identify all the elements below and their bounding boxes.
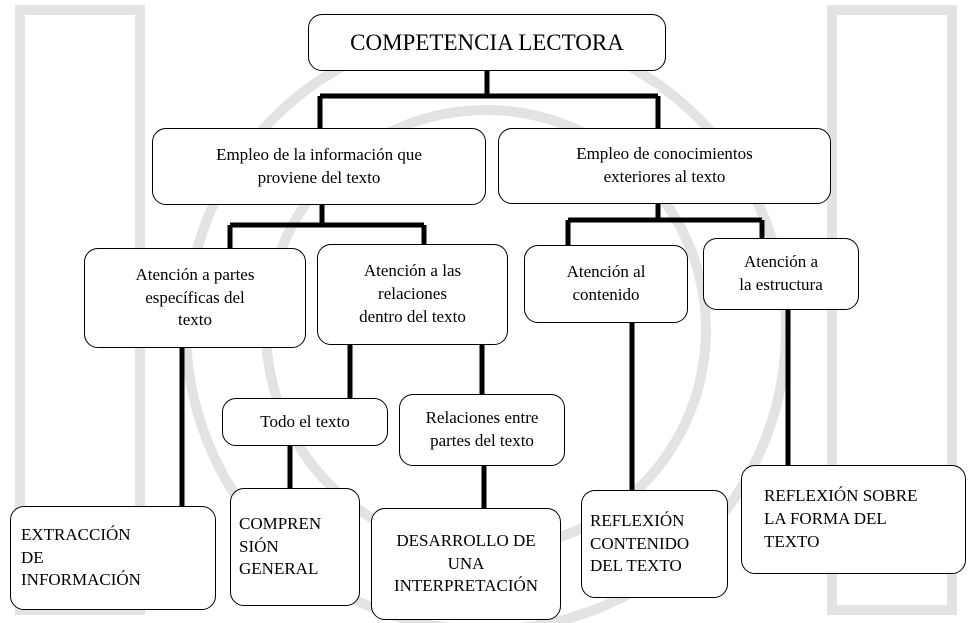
node-label: DESARROLLO DE UNA INTERPRETACIÓN [393,530,539,596]
node-atencion-relaciones: Atención a las relaciones dentro del tex… [317,244,508,345]
node-atencion-contenido: Atención al contenido [524,245,688,323]
node-label: COMPETENCIA LECTORA [350,29,624,55]
node-label: Empleo de conocimientos exteriores al te… [576,144,753,186]
node-empleo-informacion: Empleo de la información que proviene de… [152,128,486,205]
node-reflexion-forma: REFLEXIÓN SOBRE LA FORMA DEL TEXTO [741,465,966,574]
node-competencia-lectora: COMPETENCIA LECTORA [308,14,666,71]
node-label: Empleo de la información que proviene de… [216,144,422,187]
node-label: REFLEXIÓN SOBRE LA FORMA DEL TEXTO [764,486,918,551]
node-label: EXTRACCIÓN DE INFORMACIÓN [21,524,141,590]
node-label: COMPREN SIÓN GENERAL [239,513,322,579]
node-label: Atención a partes específicas del texto [135,264,255,330]
node-label: Relaciones entre partes del texto [425,408,539,450]
node-extraccion-informacion: EXTRACCIÓN DE INFORMACIÓN [10,506,216,610]
node-label: Atención a la estructura [739,252,823,294]
node-label: Todo el texto [260,411,350,431]
node-label: REFLEXIÓN CONTENIDO DEL TEXTO [590,510,690,576]
node-label: Atención al contenido [566,262,646,304]
node-todo-el-texto: Todo el texto [222,398,388,446]
node-desarrollo-interpretacion: DESARROLLO DE UNA INTERPRETACIÓN [371,508,561,620]
node-atencion-partes: Atención a partes específicas del texto [84,248,306,348]
node-label: Atención a las relaciones dentro del tex… [359,261,466,326]
node-reflexion-contenido: REFLEXIÓN CONTENIDO DEL TEXTO [581,490,728,598]
node-empleo-conocimientos: Empleo de conocimientos exteriores al te… [498,128,831,204]
node-comprension-general: COMPREN SIÓN GENERAL [230,488,360,606]
node-atencion-estructura: Atención a la estructura [703,238,859,310]
node-relaciones-partes: Relaciones entre partes del texto [399,394,565,466]
